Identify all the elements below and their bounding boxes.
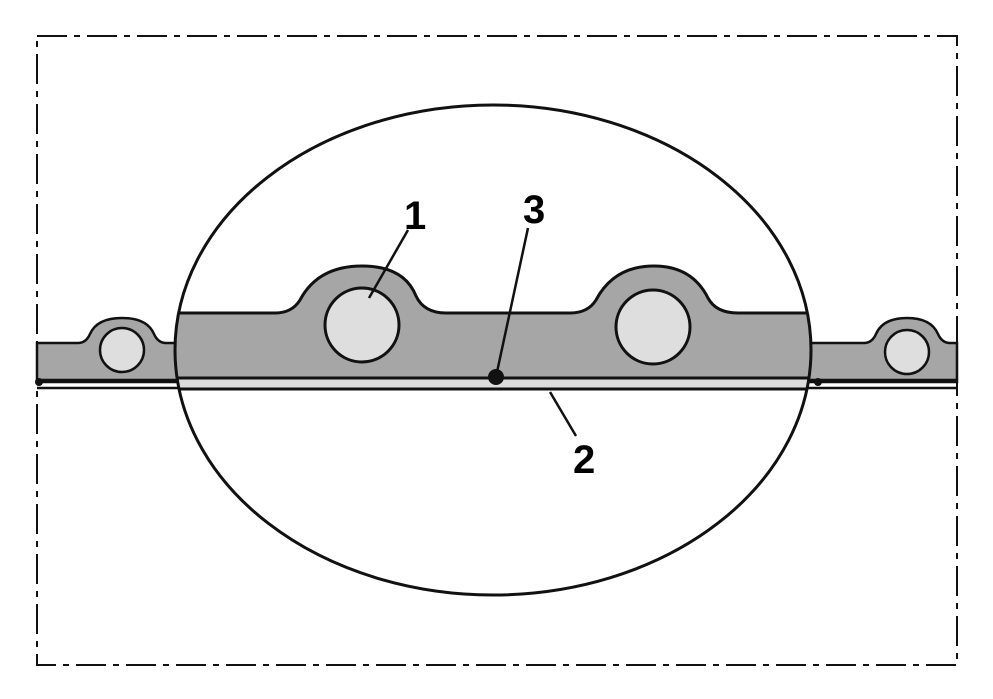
helix-wire-magnified-2 xyxy=(614,288,692,366)
leader-line-2 xyxy=(548,391,578,437)
helix-wire-left xyxy=(98,326,146,374)
seam-dot-left xyxy=(35,378,43,386)
dashed-frame xyxy=(36,35,958,666)
helix-wire-right xyxy=(883,328,931,376)
helix-wire-magnified-1 xyxy=(323,286,401,364)
callout-label-1: 1 xyxy=(404,194,426,238)
callout-label-3: 3 xyxy=(523,188,545,232)
seam-dot-right xyxy=(814,378,822,386)
magnified-hose xyxy=(175,264,811,391)
callout-label-2: 2 xyxy=(573,438,595,482)
magnified-view-outline xyxy=(173,103,813,597)
seam-dot-magnified xyxy=(488,369,504,385)
leader-line-1 xyxy=(367,229,410,299)
hose-wall-right xyxy=(806,316,959,384)
hose-segment-right xyxy=(806,316,959,390)
hose-segment-left xyxy=(35,316,180,390)
leader-line-3 xyxy=(495,227,530,373)
